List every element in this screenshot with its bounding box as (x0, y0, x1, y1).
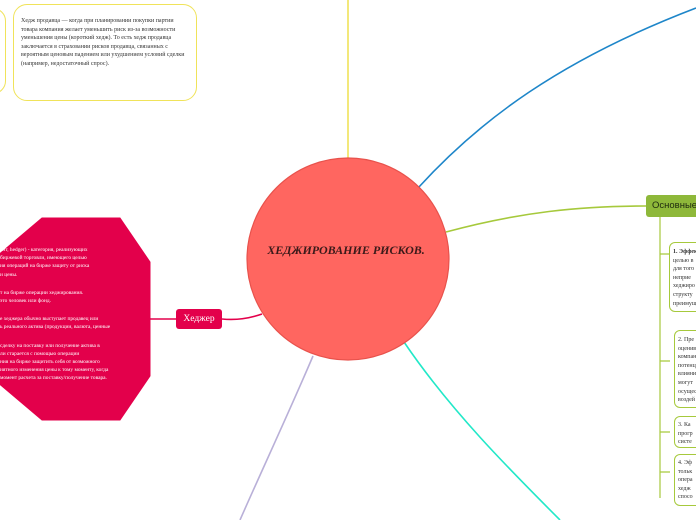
basic-item-1-text: 1. Эффек целью в для того неприе хеджиро… (673, 249, 696, 307)
basic-item-3[interactable]: 3. Ка прогр систе (674, 416, 696, 448)
blue-branch-line (417, 7, 696, 189)
central-node-circle[interactable] (246, 157, 450, 361)
hedger-line: это человек или фонд. (0, 298, 51, 305)
hedger-node[interactable]: Хеджер (176, 309, 222, 329)
green-branch-line (445, 205, 647, 233)
red-branch-line (221, 313, 263, 321)
hedger-line: т на бирже операции хеджирования. (0, 289, 84, 296)
lavender-branch-line (239, 355, 314, 520)
basic-item-4-text: 4. Эф тольк опера хедж спосо (678, 460, 693, 501)
hedger-line: ент, hedger) - категория, реализующих (0, 247, 88, 253)
hedger-line: биржевой торговли, имеющего целью (0, 255, 87, 262)
seller-hedge-note[interactable]: Хедж продавца — когда при планировании п… (13, 4, 197, 101)
yellow-note-card-left[interactable] (0, 8, 6, 94)
basic-item-4[interactable]: 4. Эф тольк опера хедж спосо (674, 454, 696, 506)
green-bracket-line (659, 217, 670, 498)
hedger-line: иятного изменения цены к тому моменту, к… (0, 367, 109, 374)
hedger-line: ия операций на бирже защиту от риска (0, 263, 90, 270)
hedger-description: ент, hedger) - категория, реализующих би… (0, 246, 150, 387)
central-topic-title[interactable]: ХЕДЖИРОВАНИЕ РИСКОВ. (267, 243, 425, 257)
hedger-line: е хеджера обычно выступает продавец или (0, 316, 99, 323)
teal-branch-line (403, 341, 561, 520)
hedger-line: ния на бирже защитить себя от возможного (0, 359, 100, 366)
hedger-hexagon (0, 217, 151, 421)
hedger-line: и цены. (0, 271, 18, 278)
basic-node[interactable]: Основные (646, 195, 696, 217)
hedger-line: сделку на поставку или получение актива … (0, 342, 100, 349)
hedger-line: ли старается с помощью операции (0, 350, 80, 357)
seller-hedge-text: Хедж продавца — когда при планировании п… (21, 18, 185, 67)
basic-item-3-text: 3. Ка прогр систе (678, 422, 693, 446)
basic-item-2[interactable]: 2. Пре оценив компан потенц влияни могут… (674, 330, 696, 408)
hedger-line: момент расчета за поставку/получение тов… (0, 375, 107, 382)
basic-item-2-text: 2. Пре оценив компан потенц влияни могут… (678, 337, 696, 404)
hedger-line: ь реального актива (продукции, валюта, ц… (0, 324, 111, 331)
basic-item-1[interactable]: 1. Эффек целью в для того неприе хеджиро… (669, 242, 696, 312)
